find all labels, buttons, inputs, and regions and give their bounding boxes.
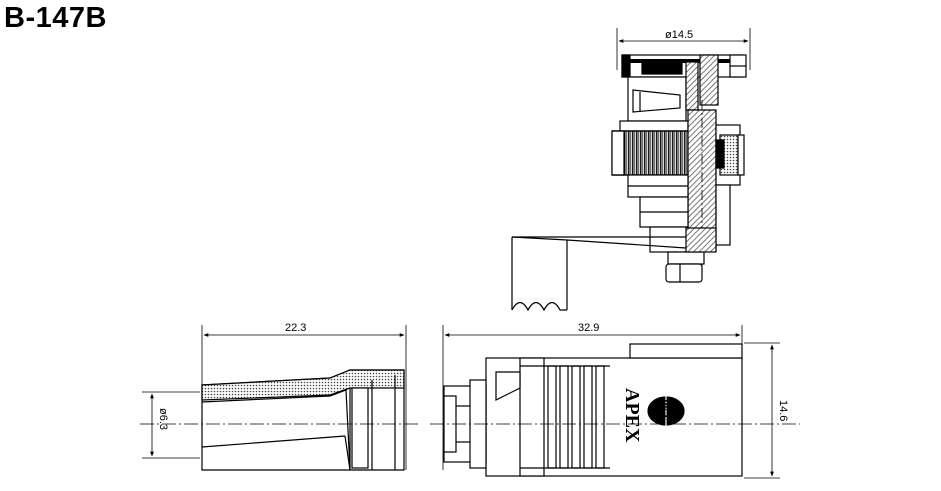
connector-section-view <box>511 28 751 312</box>
plug-side-view <box>430 325 800 479</box>
dim-boot-diameter: ø6.3 <box>157 408 169 430</box>
dim-plug-length: 32.9 <box>578 322 599 334</box>
part-number-title: B-147B <box>4 2 107 34</box>
brand-name: APEX <box>621 388 643 443</box>
top-logo: PKT <box>646 64 667 75</box>
plug-logo: PKT <box>658 399 669 420</box>
dim-top-width: ø14.5 <box>665 29 693 41</box>
dim-boot-length: 22.3 <box>285 322 306 334</box>
dim-plug-height: 14.6 <box>777 400 789 421</box>
boot-side-view <box>140 325 420 471</box>
